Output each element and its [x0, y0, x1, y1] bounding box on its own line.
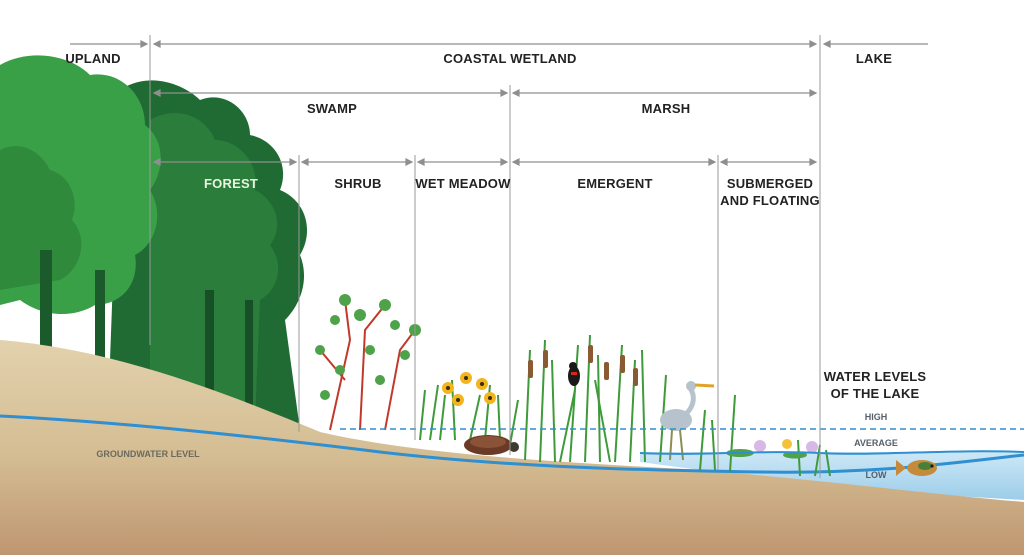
meadow-grass: [419, 379, 519, 446]
zone-arrows: [70, 40, 928, 166]
label-marsh: MARSH: [642, 101, 691, 116]
tree-trunk: [95, 270, 105, 360]
label-emergent: EMERGENT: [577, 176, 652, 191]
forest-trees: [0, 55, 308, 431]
zone-dividers: [149, 35, 821, 478]
label-shrub: SHRUB: [334, 176, 381, 191]
cattails: [528, 345, 638, 386]
label-submerged: SUBMERGED: [727, 176, 813, 191]
heron: [660, 381, 715, 461]
tree-canopy-edge: [0, 146, 82, 290]
ground-front: [0, 340, 320, 555]
label-swamp: SWAMP: [307, 101, 357, 116]
water-levels-title-2: OF THE LAKE: [831, 386, 920, 401]
label-forest: FOREST: [204, 176, 258, 191]
groundwater-level-label: GROUNDWATER LEVEL: [96, 449, 200, 459]
shrubs: [319, 299, 416, 431]
water-levels-title-1: WATER LEVELS: [824, 369, 927, 384]
tree-trunk: [245, 300, 253, 420]
shrub-leaves: [315, 294, 421, 400]
label-wet-meadow: WET MEADOW: [415, 176, 511, 191]
tree-trunk: [40, 250, 52, 350]
tree-trunk: [205, 290, 214, 400]
label-lake: LAKE: [856, 51, 892, 66]
water-level-low: LOW: [866, 470, 887, 480]
label-and-floating: AND FLOATING: [720, 193, 820, 208]
red-winged-blackbird: [568, 362, 580, 386]
fish: [896, 460, 937, 476]
black-eyed-susans: [442, 372, 496, 406]
water-level-high: HIGH: [865, 412, 888, 422]
turtle: [464, 435, 519, 455]
water-level-average: AVERAGE: [854, 438, 898, 448]
label-upland: UPLAND: [65, 51, 120, 66]
label-coastal-wetland: COASTAL WETLAND: [443, 51, 576, 66]
